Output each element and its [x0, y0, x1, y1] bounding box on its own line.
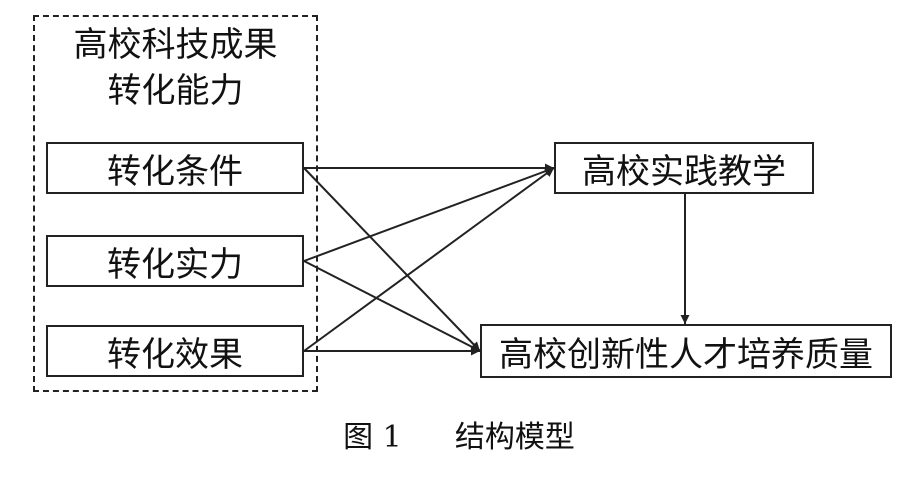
edge-strength-to-talent_quality	[303, 260, 481, 352]
capability-group-frame	[33, 15, 318, 392]
node-transfer-strength: 转化实力	[46, 235, 304, 287]
node-transfer-effect-label: 转化效果	[107, 334, 243, 375]
edge-strength-to-practice_teaching	[303, 166, 555, 262]
node-transfer-strength-label: 转化实力	[107, 244, 243, 285]
figure-title: 结构模型	[454, 420, 575, 455]
figure-number: 图 1	[343, 420, 402, 455]
figure-caption: 图 1 结构模型	[0, 418, 918, 458]
node-practice-teaching-label: 高校实践教学	[582, 151, 786, 192]
node-talent-quality: 高校创新性人才培养质量	[480, 324, 892, 378]
group-title: 高校科技成果 转化能力	[33, 22, 318, 114]
node-transfer-effect: 转化效果	[46, 325, 304, 377]
group-title-line1: 高校科技成果	[73, 25, 278, 65]
group-title-line2: 转化能力	[107, 71, 244, 111]
node-transfer-condition: 转化条件	[46, 142, 304, 194]
node-talent-quality-label: 高校创新性人才培养质量	[499, 334, 873, 375]
node-transfer-condition-label: 转化条件	[107, 151, 243, 192]
edge-condition-to-talent_quality	[303, 167, 481, 352]
node-practice-teaching: 高校实践教学	[554, 142, 814, 194]
edge-effect-to-practice_teaching	[303, 167, 555, 352]
